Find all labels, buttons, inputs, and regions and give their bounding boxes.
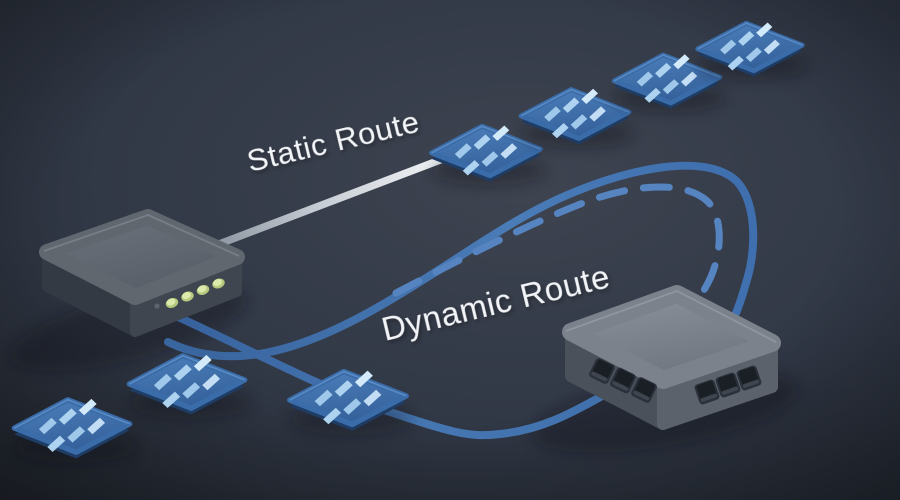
left-router — [39, 209, 245, 337]
led-glow — [166, 298, 176, 306]
static-route-line — [210, 153, 452, 250]
dynamic-route-loop-line — [164, 161, 758, 361]
led-glow — [182, 292, 191, 299]
router-button-dot — [154, 303, 160, 309]
dynamic-route-dashed-line — [392, 183, 723, 297]
right-router — [562, 285, 781, 430]
led-indicators — [165, 278, 225, 309]
led-glow — [197, 285, 207, 293]
left-router-edge-highlight — [43, 214, 240, 257]
right-router-top-face — [562, 285, 781, 389]
right-router-edge-highlight — [565, 290, 777, 343]
led-glow — [213, 279, 222, 286]
dynamic-route-link-line — [172, 312, 606, 440]
left-router-top-face — [39, 209, 245, 305]
